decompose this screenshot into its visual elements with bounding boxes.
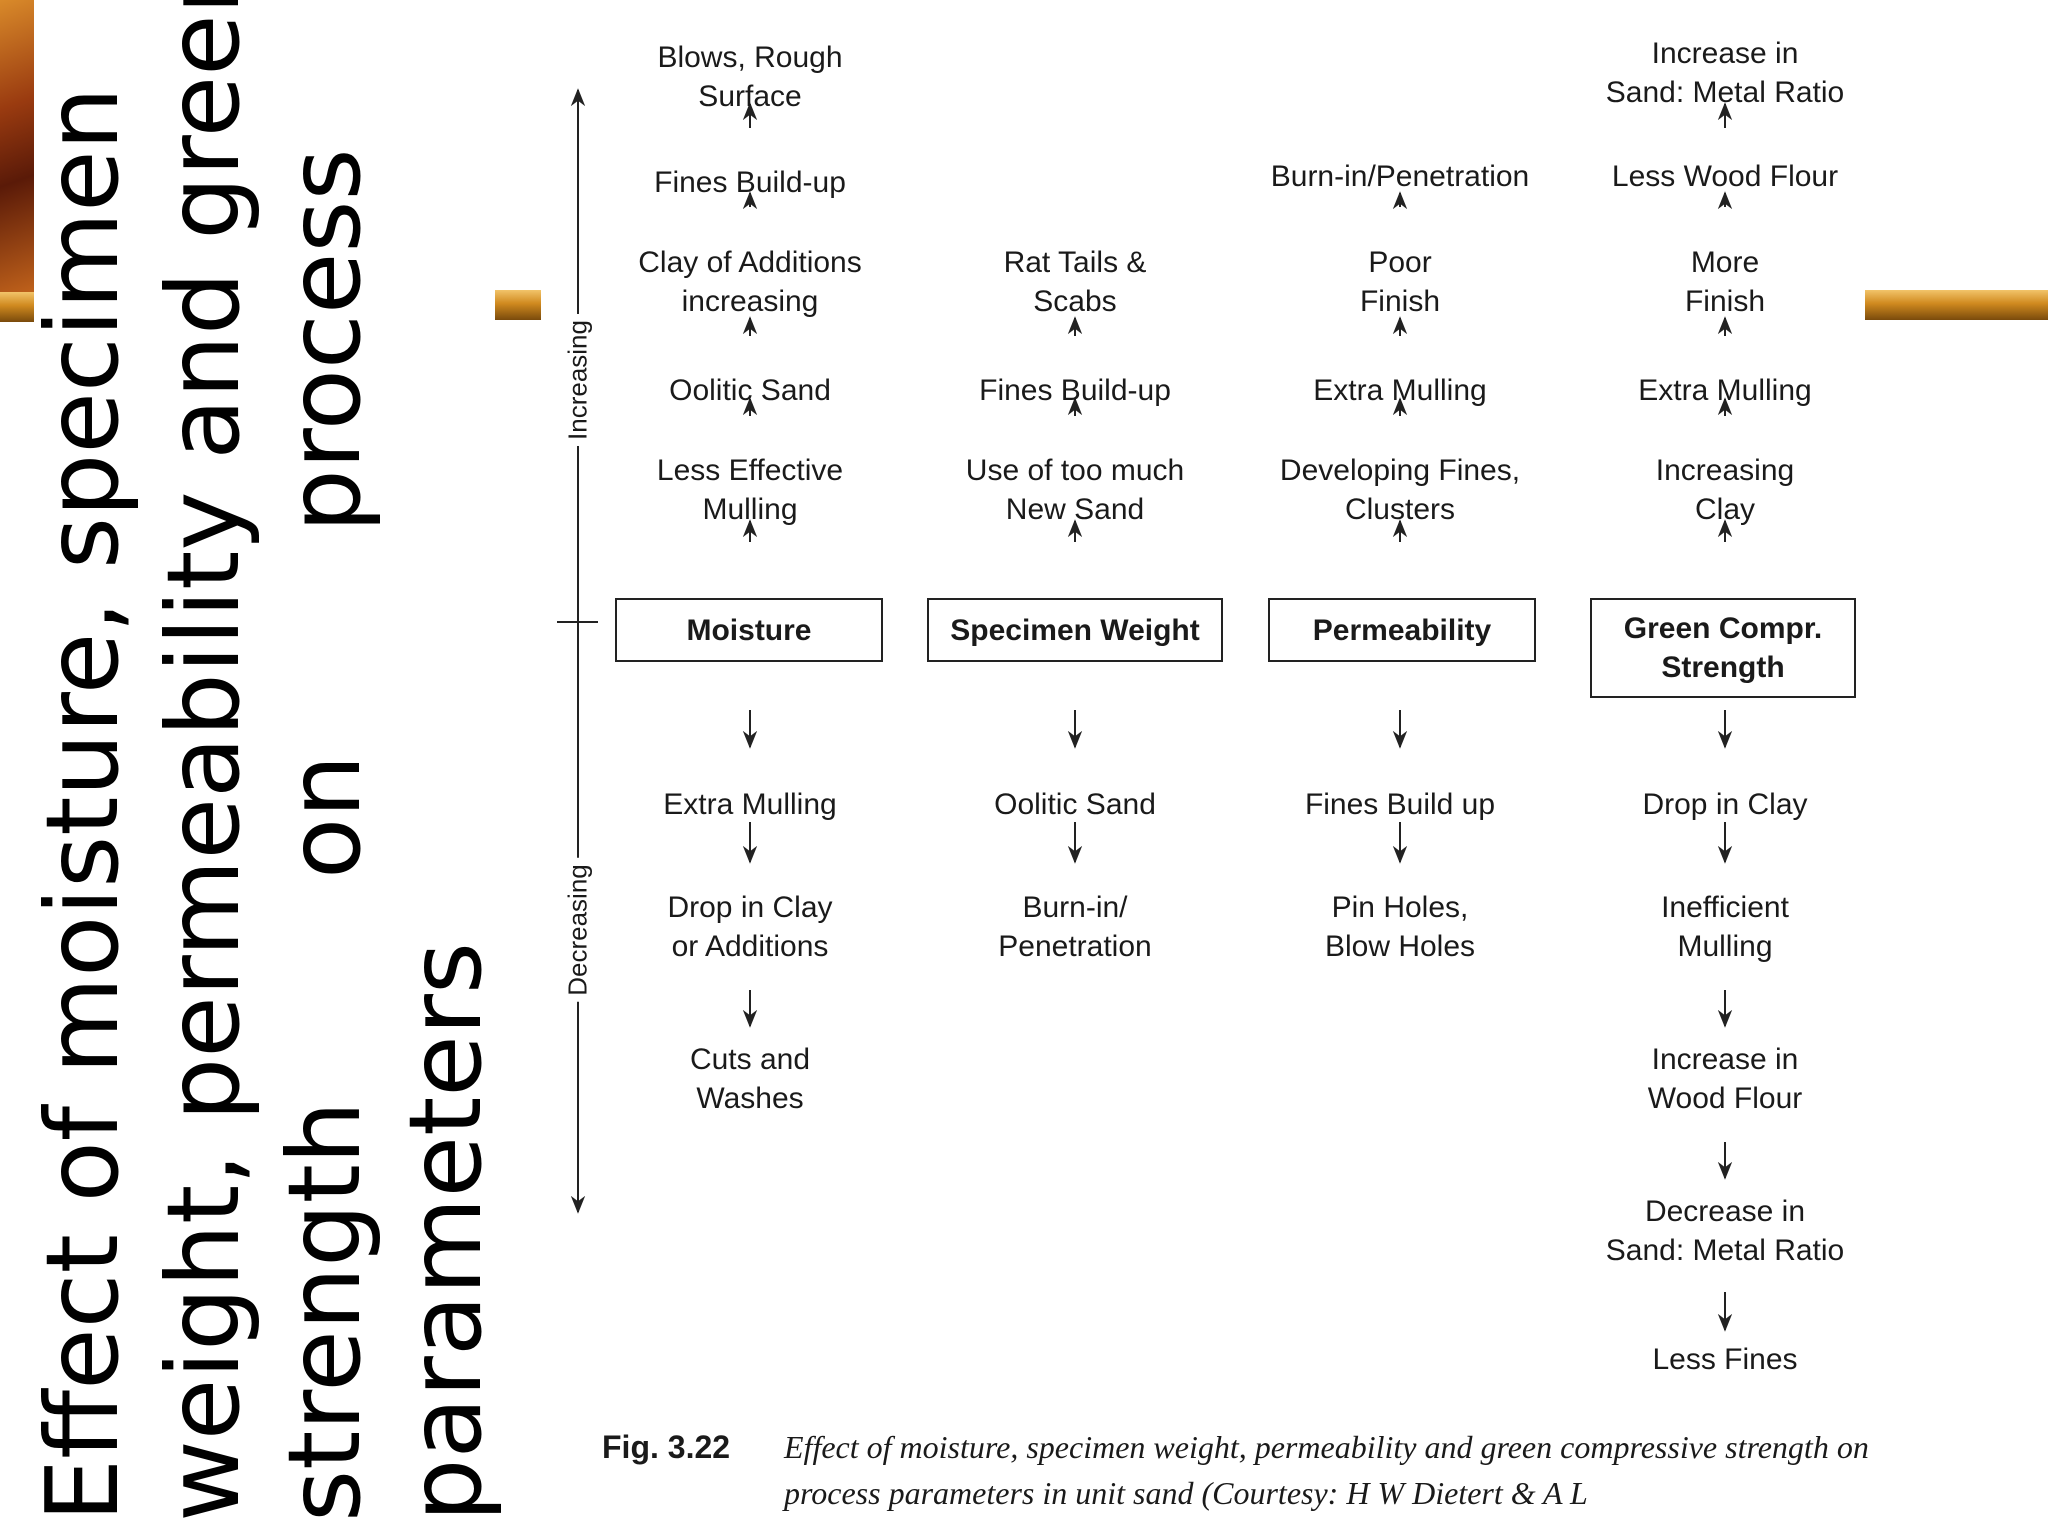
increasing-effect-1-4-line: Oolitic Sand (669, 374, 831, 407)
decreasing-effect-4-1: Drop in Clay (1642, 785, 1807, 824)
decreasing-effect-1-1-line: Extra Mulling (663, 788, 837, 821)
figure-caption-text: Effect of moisture, specimen weight, per… (784, 1429, 1869, 1511)
increasing-effect-4-1-line: Increase in (1651, 37, 1799, 70)
decreasing-effect-1-2-line: or Additions (671, 930, 829, 963)
decreasing-effect-3-1: Fines Build up (1305, 785, 1495, 824)
increasing-effect-3-4-line: Developing Fines, (1279, 454, 1521, 487)
increasing-effect-3-3: Extra Mulling (1313, 371, 1486, 410)
increasing-effect-1-4: Oolitic Sand (669, 371, 831, 410)
increasing-effect-2-1-line: Scabs (1033, 285, 1117, 318)
decreasing-effect-3-2-line: Pin Holes, (1331, 891, 1469, 924)
decreasing-effect-4-3-line: Increase in (1651, 1043, 1799, 1076)
parameter-box-label: Specimen Weight (950, 613, 1200, 647)
parameter-box-label: Green Compr. (1623, 612, 1823, 645)
increasing-effect-3-1-line: Burn-in/Penetration (1270, 160, 1530, 193)
increasing-effect-3-2-line: Poor (1368, 246, 1432, 279)
increasing-effect-4-3-line: Finish (1684, 285, 1766, 318)
decreasing-effect-1-3-line: Cuts and (689, 1043, 811, 1076)
increasing-effect-2-3-line: New Sand (1005, 493, 1145, 526)
increasing-effect-2-1: Rat Tails & Scabs (1004, 243, 1147, 321)
decreasing-effect-1-1: Extra Mulling (663, 785, 836, 824)
decreasing-effect-4-4-line: Decrease in (1644, 1195, 1806, 1228)
decorative-photo-strip (0, 0, 34, 300)
increasing-effect-4-5-line: Increasing (1655, 454, 1795, 487)
decreasing-effect-3-2-line: Blow Holes (1324, 930, 1476, 963)
increasing-effect-1-5-line: Less Effective (656, 454, 844, 487)
increasing-effect-4-5-line: Clay (1694, 493, 1756, 526)
increasing-effect-3-1: Burn-in/Penetration (1271, 157, 1530, 196)
decreasing-effect-4-2-line: Mulling (1677, 930, 1773, 963)
increasing-effect-4-1: Increase in Sand: Metal Ratio (1606, 34, 1844, 112)
decorative-bar-left (0, 292, 34, 322)
figure-number: Fig. 3.22 (602, 1429, 731, 1465)
decreasing-effect-2-2: Burn-in/Penetration (998, 888, 1151, 966)
increasing-effect-1-1-line: Blows, Rough (657, 41, 843, 74)
parameter-box-1: Moisture (615, 598, 883, 662)
decreasing-effect-3-1-line: Fines Build up (1304, 788, 1496, 821)
decreasing-effect-4-3-line: Wood Flour (1647, 1082, 1803, 1115)
parameter-box-2: Specimen Weight (927, 598, 1223, 662)
decreasing-effect-1-2-line: Drop in Clay (667, 891, 833, 924)
decreasing-effect-4-2-line: Inefficient (1661, 891, 1789, 924)
increasing-effect-1-1-line: Surface (698, 80, 802, 113)
axis-label-increasing: Increasing (562, 314, 594, 446)
decreasing-effect-2-1-line: Oolitic Sand (994, 788, 1156, 821)
increasing-effect-4-1-line: Sand: Metal Ratio (1605, 76, 1845, 109)
increasing-effect-4-2: Less Wood Flour (1612, 157, 1838, 196)
decreasing-effect-4-5: Less Fines (1652, 1340, 1797, 1379)
increasing-effect-1-3-line: Clay of Additions (638, 246, 862, 279)
increasing-effect-2-2: Fines Build-up (979, 371, 1171, 410)
decreasing-effect-4-1-line: Drop in Clay (1642, 788, 1808, 821)
parameter-box-label: Moisture (686, 613, 812, 647)
decreasing-effect-4-3: Increase in Wood Flour (1648, 1040, 1803, 1118)
increasing-effect-1-2: Fines Build-up (654, 163, 846, 202)
decreasing-effect-1-3-line: Washes (696, 1082, 804, 1115)
increasing-effect-1-2-line: Fines Build-up (654, 166, 846, 199)
decreasing-effect-2-1: Oolitic Sand (994, 785, 1156, 824)
increasing-effect-4-2-line: Less Wood Flour (1611, 160, 1839, 193)
decorative-bar-right (1865, 290, 2048, 320)
decreasing-effect-3-2: Pin Holes, Blow Holes (1325, 888, 1475, 966)
parameter-box-label: Permeability (1312, 613, 1492, 647)
increasing-effect-3-4: Developing Fines, Clusters (1280, 451, 1520, 529)
decreasing-effect-2-2-line: Penetration (998, 930, 1152, 963)
decorative-bar-middle (495, 290, 541, 320)
increasing-effect-2-1-line: Rat Tails & (1003, 246, 1147, 279)
decreasing-effect-4-4-line: Sand: Metal Ratio (1605, 1234, 1845, 1267)
increasing-effect-3-3-line: Extra Mulling (1313, 374, 1487, 407)
parameter-box-label: Strength (1661, 651, 1785, 684)
increasing-effect-4-3-line: More (1690, 246, 1760, 279)
increasing-effect-1-5-line: Mulling (702, 493, 798, 526)
decreasing-effect-4-4: Decrease in Sand: Metal Ratio (1606, 1192, 1844, 1270)
increasing-effect-2-2-line: Fines Build-up (979, 374, 1171, 407)
parameter-box-4: Green Compr. Strength (1590, 598, 1856, 698)
axis-label-decreasing: Decreasing (562, 858, 594, 1002)
increasing-effect-1-3: Clay of Additions increasing (638, 243, 861, 321)
increasing-effect-2-3-line: Use of too much (965, 454, 1185, 487)
parameter-box-3: Permeability (1268, 598, 1536, 662)
increasing-effect-3-4-line: Clusters (1344, 493, 1456, 526)
decreasing-effect-2-2-line: Burn-in/ (1022, 891, 1128, 924)
increasing-effect-3-2-line: Finish (1359, 285, 1441, 318)
increasing-effect-4-4-line: Extra Mulling (1638, 374, 1812, 407)
increasing-effect-4-4: Extra Mulling (1638, 371, 1811, 410)
increasing-effect-1-3-line: increasing (681, 285, 819, 318)
decreasing-effect-1-2: Drop in Clay or Additions (667, 888, 832, 966)
decreasing-effect-4-5-line: Less Fines (1652, 1343, 1798, 1376)
